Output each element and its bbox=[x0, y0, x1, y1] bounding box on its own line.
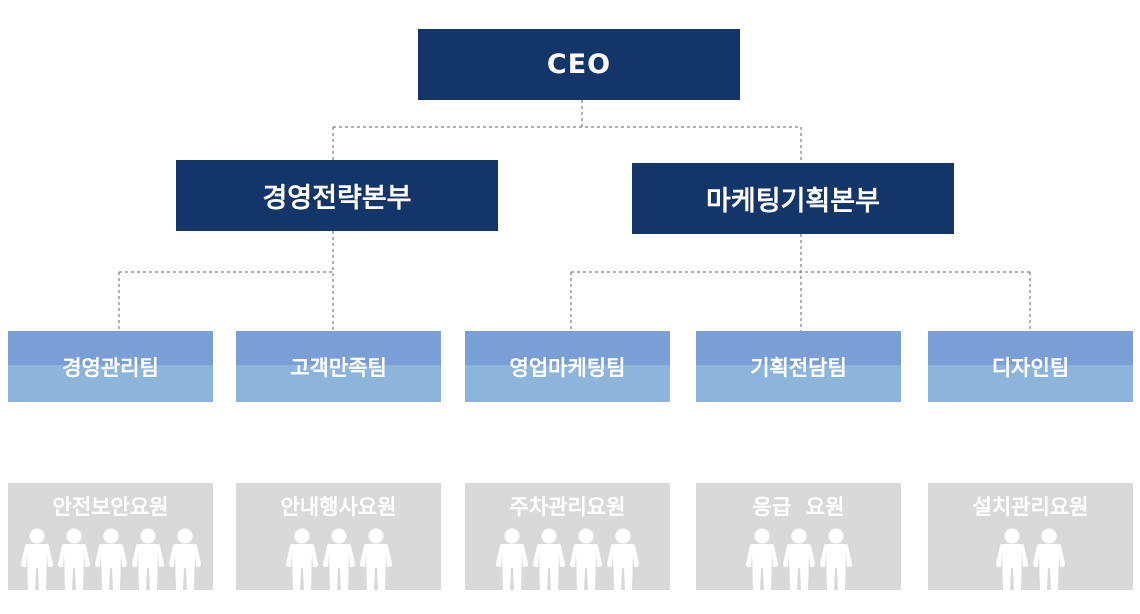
person-icon bbox=[94, 528, 128, 590]
people-group bbox=[928, 527, 1133, 590]
team-label: 경영관리팀 bbox=[62, 355, 159, 380]
person-icon bbox=[532, 528, 566, 590]
person-icon bbox=[745, 528, 779, 590]
person-icon bbox=[20, 528, 54, 590]
person-icon bbox=[131, 528, 165, 590]
person-icon bbox=[495, 528, 529, 590]
staff-label: 설치관리요원 bbox=[972, 495, 1089, 519]
person-icon bbox=[606, 528, 640, 590]
person-icon bbox=[782, 528, 816, 590]
person-icon bbox=[168, 528, 202, 590]
division-box-marketing-planning: 마케팅기획본부 bbox=[632, 163, 954, 234]
team-box: 디자인팀 bbox=[928, 331, 1133, 402]
team-label: 기획전담팀 bbox=[750, 355, 847, 380]
team-label: 영업마케팅팀 bbox=[509, 355, 626, 380]
people-group bbox=[236, 527, 441, 590]
team-box: 기획전담팀 bbox=[696, 331, 901, 402]
division-label: 마케팅기획본부 bbox=[706, 186, 880, 217]
staff-box: 응급 요원 bbox=[696, 483, 901, 590]
person-icon bbox=[322, 528, 356, 590]
people-group bbox=[696, 527, 901, 590]
team-label: 디자인팀 bbox=[991, 355, 1070, 380]
staff-box: 안전보안요원 bbox=[8, 483, 213, 590]
staff-box: 설치관리요원 bbox=[928, 483, 1133, 590]
staff-box: 주차관리요원 bbox=[465, 483, 670, 590]
people-group bbox=[465, 527, 670, 590]
division-box-management-strategy: 경영전략본부 bbox=[176, 160, 498, 231]
staff-label: 주차관리요원 bbox=[509, 495, 626, 519]
person-icon bbox=[995, 528, 1029, 590]
team-box: 영업마케팅팀 bbox=[465, 331, 670, 402]
staff-box: 안내행사요원 bbox=[236, 483, 441, 590]
people-group bbox=[8, 527, 213, 590]
team-box: 경영관리팀 bbox=[8, 331, 213, 402]
person-icon bbox=[359, 528, 393, 590]
team-box: 고객만족팀 bbox=[236, 331, 441, 402]
team-label: 고객만족팀 bbox=[290, 355, 387, 380]
person-icon bbox=[57, 528, 91, 590]
person-icon bbox=[819, 528, 853, 590]
staff-label: 안전보안요원 bbox=[52, 495, 169, 519]
person-icon bbox=[1032, 528, 1066, 590]
person-icon bbox=[569, 528, 603, 590]
staff-label: 응급 요원 bbox=[752, 495, 845, 519]
staff-label: 안내행사요원 bbox=[280, 495, 397, 519]
person-icon bbox=[285, 528, 319, 590]
ceo-box: CEO bbox=[418, 29, 740, 100]
division-label: 경영전략본부 bbox=[262, 183, 412, 214]
ceo-label: CEO bbox=[546, 49, 612, 80]
